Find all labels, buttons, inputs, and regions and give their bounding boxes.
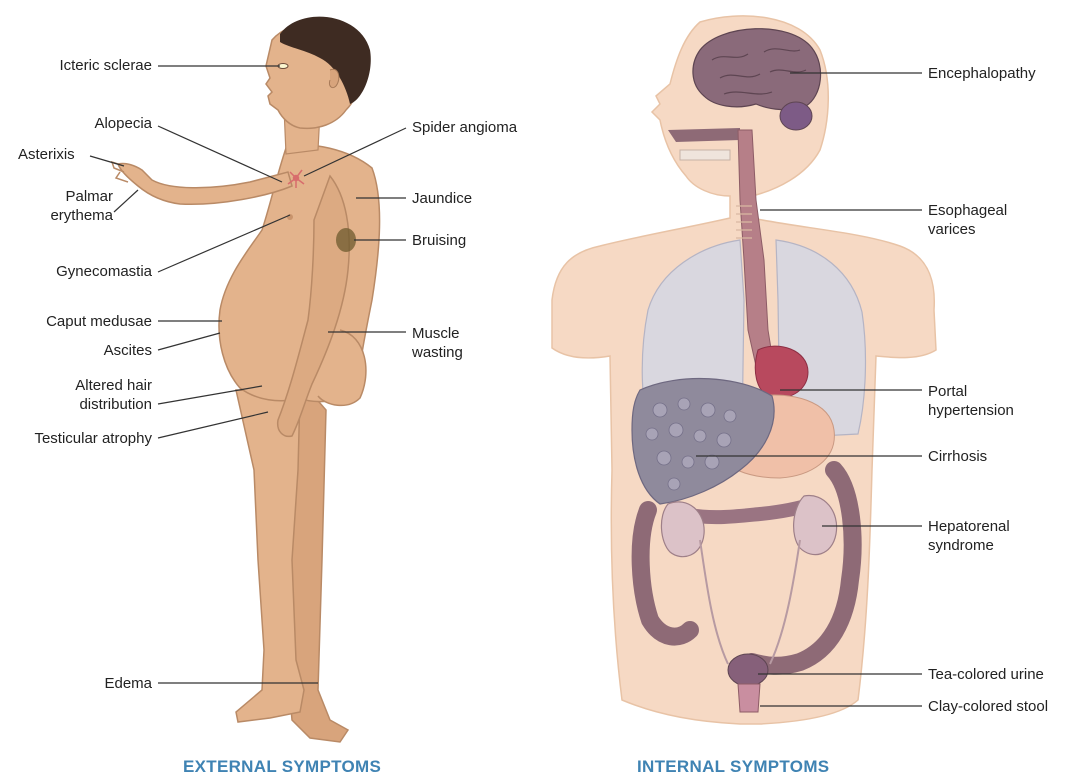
label-caput-medusae: Caput medusae [46,312,152,331]
label-jaundice: Jaundice [412,189,472,208]
label-portal-hypertension-line1: Portal [928,382,1014,401]
teeth [680,150,730,160]
oral-cavity [668,128,740,142]
bladder [728,654,768,686]
label-edema: Edema [104,674,152,693]
label-encephalopathy: Encephalopathy [928,64,1036,83]
label-ascites: Ascites [104,341,152,360]
label-asterixis: Asterixis [18,145,75,164]
label-hepatorenal-line1: Hepatorenal [928,517,1010,536]
label-esophageal-varices: Esophageal varices [928,201,1007,239]
label-esophageal-varices-line1: Esophageal [928,201,1007,220]
label-altered-hair-line1: Altered hair [75,376,152,395]
label-palmar-erythema-line1: Palmar [50,187,113,206]
nipple [287,214,293,220]
label-spider-angioma: Spider angioma [412,118,517,137]
label-testicular-atrophy: Testicular atrophy [34,429,152,448]
label-muscle-wasting-line1: Muscle [412,324,463,343]
label-muscle-wasting-line2: wasting [412,343,463,362]
bruise-mark [336,228,356,252]
cerebellum [780,102,812,130]
label-altered-hair-distribution: Altered hair distribution [75,376,152,414]
label-portal-hypertension-line2: hypertension [928,401,1014,420]
label-portal-hypertension: Portal hypertension [928,382,1014,420]
label-altered-hair-line2: distribution [75,395,152,414]
caption-external-symptoms: EXTERNAL SYMPTOMS [183,757,381,777]
front-arm [118,163,292,204]
label-tea-colored-urine: Tea-colored urine [928,665,1044,684]
internal-figure [552,16,936,724]
label-palmar-erythema: Palmar erythema [50,187,113,225]
torso-silhouette [552,16,936,724]
label-palmar-erythema-line2: erythema [50,206,113,225]
label-icteric-sclerae: Icteric sclerae [59,56,152,75]
brain [693,29,821,110]
label-alopecia: Alopecia [94,114,152,133]
label-clay-colored-stool: Clay-colored stool [928,697,1048,716]
label-hepatorenal-syndrome: Hepatorenal syndrome [928,517,1010,555]
external-figure [112,17,380,742]
caption-internal-symptoms: INTERNAL SYMPTOMS [637,757,829,777]
label-hepatorenal-line2: syndrome [928,536,1010,555]
label-esophageal-varices-line2: varices [928,220,1007,239]
label-gynecomastia: Gynecomastia [56,262,152,281]
label-cirrhosis: Cirrhosis [928,447,987,466]
label-muscle-wasting: Muscle wasting [412,324,463,362]
rectum [738,684,760,712]
label-bruising: Bruising [412,231,466,250]
